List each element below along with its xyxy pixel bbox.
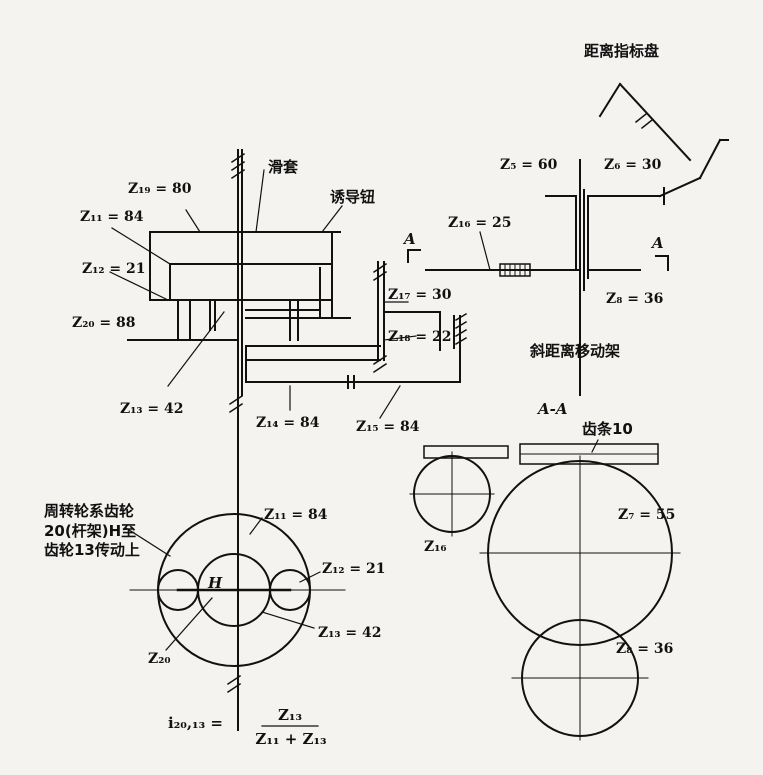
- label-rack: 齿条10: [582, 420, 633, 438]
- label-z16-view: Z₁₆: [424, 539, 447, 555]
- label-caption: 周转轮系齿轮20(杆架)H至齿轮13传动上: [44, 502, 140, 559]
- formula-lhs: i₂₀,₁₃ =: [168, 714, 223, 732]
- formula-denominator: Z₁₁ + Z₁₃: [255, 730, 327, 748]
- label-arm-h: H: [208, 574, 223, 592]
- label-z5: Z₅ = 60: [500, 157, 558, 173]
- section-mark-right: A: [652, 234, 664, 252]
- label-z8: Z₈ = 36: [606, 291, 664, 307]
- label-z20: Z₂₀ = 88: [72, 315, 136, 331]
- rack-left: [423, 445, 509, 459]
- label-z8-view: Z₈ = 36: [616, 641, 674, 657]
- label-z13-view: Z₁₃ = 42: [318, 625, 382, 641]
- section-mark-left: A: [404, 230, 416, 248]
- label-z12: Z₁₂ = 21: [82, 261, 146, 277]
- label-z16: Z₁₆ = 25: [448, 215, 512, 231]
- label-z13: Z₁₃ = 42: [120, 401, 184, 417]
- label-z7-view: Z₇ = 55: [618, 507, 676, 523]
- label-z19: Z₁₉ = 80: [128, 181, 192, 197]
- dial-shaft: [618, 82, 692, 162]
- label-distance-dial: 距离指标盘: [584, 42, 660, 60]
- label-z14: Z₁₄ = 84: [256, 415, 320, 431]
- label-z20-view: Z₂₀: [148, 651, 171, 667]
- label-z6: Z₆ = 30: [604, 157, 662, 173]
- label-z18: Z₁₈ = 22: [388, 329, 452, 345]
- label-induce-button: 诱导钮: [330, 188, 376, 206]
- formula-numerator: Z₁₃: [277, 706, 303, 724]
- label-z11: Z₁₁ = 84: [80, 209, 144, 225]
- label-z12-view: Z₁₂ = 21: [322, 561, 386, 577]
- label-z11-view: Z₁₁ = 84: [264, 507, 328, 523]
- label-section: A-A: [538, 400, 568, 418]
- label-z17: Z₁₇ = 30: [388, 287, 452, 303]
- label-sleeve: 滑套: [268, 158, 299, 176]
- label-z15: Z₁₅ = 84: [356, 419, 420, 435]
- label-slant-carriage: 斜距离移动架: [530, 342, 621, 360]
